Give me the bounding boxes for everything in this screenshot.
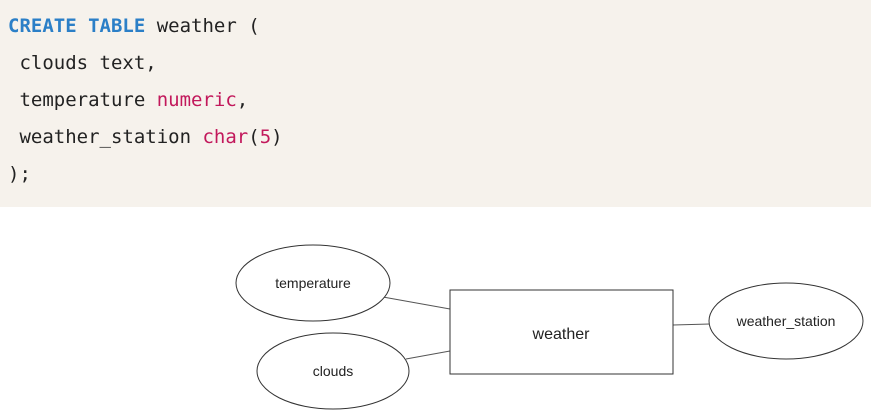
code-line-4: weather_station char(5) — [0, 119, 871, 156]
column-weather-station-type: char — [202, 126, 249, 148]
attribute-temperature-ellipse — [235, 244, 391, 322]
er-diagram: weather temperature clouds weather_stati… — [0, 207, 871, 419]
connector-weather-station — [672, 323, 711, 326]
sql-keyword-create-table: CREATE TABLE — [8, 15, 146, 37]
column-clouds-definition: clouds text, — [8, 52, 157, 74]
code-line-2: clouds text, — [0, 45, 871, 82]
table-name-open: weather ( — [145, 15, 260, 37]
column-temperature-comma: , — [236, 89, 249, 111]
attribute-temperature-label: temperature — [275, 275, 351, 291]
er-diagram-svg: weather temperature clouds weather_stati… — [235, 244, 864, 410]
column-weather-station-size: 5 — [259, 126, 272, 148]
code-line-5: ); — [0, 156, 871, 193]
attribute-weather-station-ellipse — [708, 282, 864, 360]
statement-end: ); — [8, 163, 31, 185]
sql-code-block: CREATE TABLE weather ( clouds text, temp… — [0, 0, 871, 207]
entity-weather-box — [449, 289, 674, 375]
connector-temperature — [382, 296, 451, 310]
attribute-clouds-ellipse — [256, 332, 410, 410]
paren-close: ) — [271, 126, 283, 148]
code-line-3: temperature numeric, — [0, 82, 871, 119]
paren-open: ( — [248, 126, 260, 148]
attribute-weather-station-label: weather_station — [736, 313, 836, 329]
column-temperature-name: temperature — [8, 89, 157, 111]
column-weather-station-name: weather_station — [8, 126, 203, 148]
attribute-clouds-label: clouds — [313, 363, 353, 379]
code-line-1: CREATE TABLE weather ( — [0, 8, 871, 45]
connector-clouds — [405, 350, 451, 360]
entity-weather-label: weather — [532, 326, 591, 343]
column-temperature-type: numeric — [156, 89, 237, 111]
